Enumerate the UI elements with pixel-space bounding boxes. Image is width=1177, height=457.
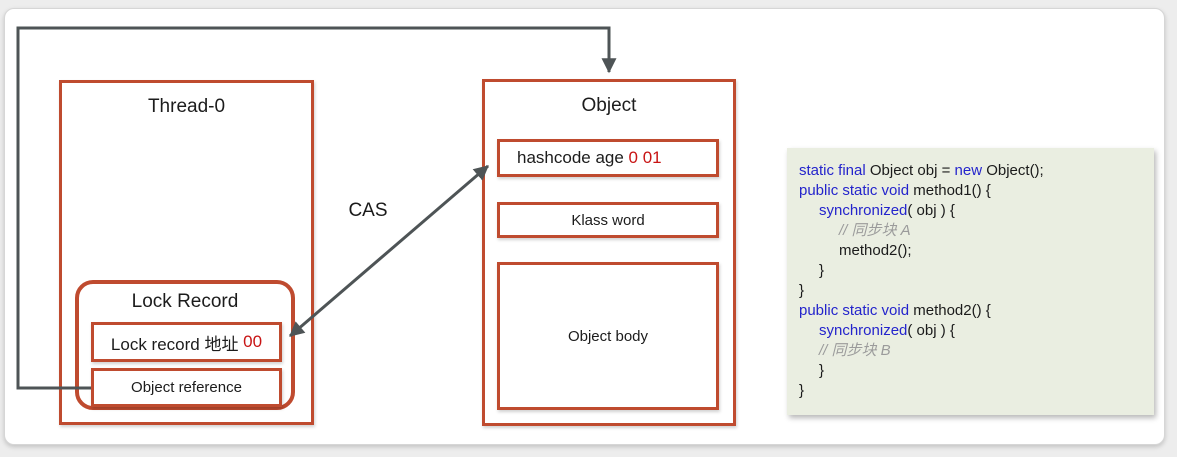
klass-word-box: Klass word [497, 202, 719, 238]
lock-record-title: Lock Record [131, 291, 239, 312]
code-line: synchronized( obj ) { [819, 322, 955, 339]
code-line: } [819, 362, 825, 379]
object-reference-box: Object reference [91, 368, 282, 407]
object-body-label: Object body [567, 327, 649, 345]
object-box-title: Object [581, 95, 637, 116]
code-line: // 同步块 B [819, 342, 891, 359]
code-line: } [799, 382, 805, 399]
code-line: static final Object obj = new Object(); [799, 162, 1044, 179]
code-line: method2(); [839, 242, 912, 259]
hashcode-label: hashcode age [517, 148, 629, 167]
object-reference-label: Object reference [131, 379, 242, 396]
cas-label: CAS [348, 200, 388, 221]
thread-box-title: Thread-0 [147, 96, 226, 117]
object-body-box: Object body [497, 262, 719, 410]
code-block: static final Object obj = new Object(); p… [787, 148, 1154, 415]
lock-record-address-value: 00 [243, 332, 263, 351]
klass-word-label: Klass word [571, 211, 645, 229]
lock-record-address-label: Lock record 地址 [110, 334, 244, 354]
code-line: // 同步块 A [839, 222, 911, 239]
code-line: } [799, 282, 805, 299]
code-line: } [819, 262, 825, 279]
code-line: public static void method1() { [799, 182, 991, 199]
code-line: synchronized( obj ) { [819, 202, 955, 219]
lock-record-address-box: Lock record 地址 00 [91, 322, 282, 362]
code-line: public static void method2() { [799, 302, 991, 319]
mark-word-box: hashcode age 0 01 [497, 139, 719, 177]
hashcode-value: 0 01 [628, 148, 662, 167]
